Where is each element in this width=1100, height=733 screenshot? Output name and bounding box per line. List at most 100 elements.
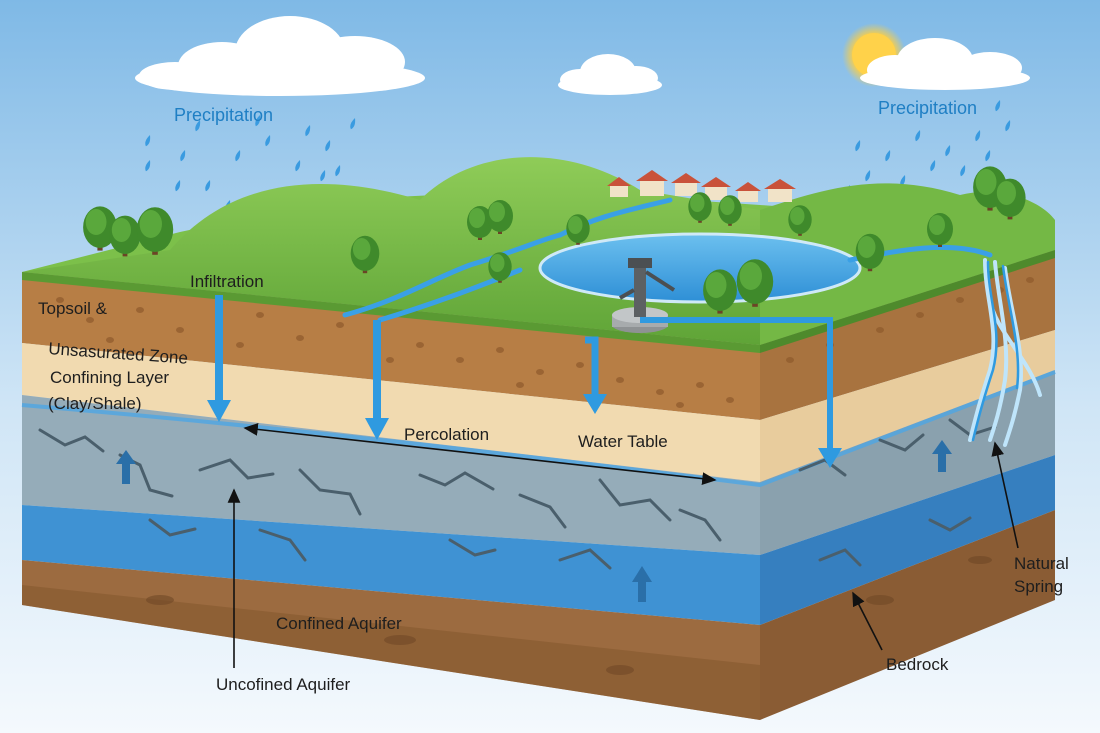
hills-right xyxy=(760,183,1055,345)
pebble xyxy=(536,369,544,375)
bedrock-stones xyxy=(146,556,992,675)
lake xyxy=(538,232,862,304)
topsoil-front xyxy=(22,272,760,420)
bedrock-pointer xyxy=(852,591,883,651)
raindrop xyxy=(175,180,181,192)
raindrop xyxy=(945,145,951,157)
raindrop xyxy=(145,135,151,147)
raindrop xyxy=(930,160,936,172)
label-natural-spring-line1: Natural xyxy=(1014,554,1069,573)
upward-flow-arrows xyxy=(116,440,952,602)
tree xyxy=(855,233,885,272)
tree xyxy=(488,252,512,283)
raindrop xyxy=(145,160,151,172)
label-topsoil-line1: Topsoil & xyxy=(38,299,108,318)
raindrop xyxy=(325,140,331,152)
raindrop xyxy=(205,180,211,192)
raindrop xyxy=(295,160,301,172)
confined-aquifer-side xyxy=(760,455,1055,625)
raindrop xyxy=(255,115,261,127)
confined-aquifer-front xyxy=(22,505,760,625)
raindrop xyxy=(235,150,241,162)
label-bedrock: Bedrock xyxy=(886,655,949,674)
raindrop xyxy=(985,150,991,162)
cloud-left xyxy=(135,16,425,96)
pebble xyxy=(726,397,734,403)
lateral-flow-arrow xyxy=(640,317,842,468)
well-recharge-arrow xyxy=(583,336,607,414)
pebble xyxy=(336,322,344,328)
raindrop xyxy=(1005,120,1011,132)
tree xyxy=(136,207,174,255)
pebble xyxy=(296,335,304,341)
pebble xyxy=(86,317,94,323)
label-infiltration: Infiltration xyxy=(190,272,264,291)
raindrop xyxy=(265,135,271,147)
confining-layer-side xyxy=(760,330,1055,482)
pebble xyxy=(616,377,624,383)
unconfined-aquifer-side xyxy=(760,370,1055,555)
pebble xyxy=(136,307,144,313)
raindrop xyxy=(195,120,201,132)
pebble xyxy=(876,327,884,333)
pebble xyxy=(916,312,924,318)
raindrop xyxy=(865,170,871,182)
pebble xyxy=(676,402,684,408)
pebble xyxy=(696,382,704,388)
tree xyxy=(718,195,742,226)
pebble xyxy=(496,347,504,353)
label-confining-line2: (Clay/Shale) xyxy=(48,394,142,413)
label-unconfined-aquifer: Uncofined Aquifer xyxy=(216,675,351,694)
pebble xyxy=(956,297,964,303)
tree xyxy=(994,178,1026,220)
raindrop xyxy=(900,175,906,187)
hills xyxy=(22,157,760,345)
tree xyxy=(788,205,812,236)
pebble xyxy=(56,297,64,303)
tree xyxy=(736,259,774,307)
tree xyxy=(566,214,590,245)
raindrop xyxy=(855,140,861,152)
pebble xyxy=(516,382,524,388)
label-confining-line1: Confining Layer xyxy=(50,368,169,387)
pebble xyxy=(576,362,584,368)
tree xyxy=(487,200,513,234)
pebble xyxy=(386,357,394,363)
pebble xyxy=(1026,277,1034,283)
tree xyxy=(927,213,953,247)
raindrop xyxy=(995,100,1001,112)
pebble xyxy=(656,389,664,395)
cloud-middle xyxy=(558,54,662,95)
raindrop xyxy=(960,165,966,177)
label-water-table: Water Table xyxy=(578,432,668,451)
raindrop xyxy=(180,150,186,162)
label-precipitation-left: Precipitation xyxy=(174,105,273,125)
raindrop xyxy=(350,118,356,130)
label-percolation: Percolation xyxy=(404,425,489,444)
pebble xyxy=(416,342,424,348)
tree xyxy=(703,269,737,314)
tree xyxy=(467,206,493,240)
pebble xyxy=(106,337,114,343)
raindrop xyxy=(320,170,326,182)
pebble xyxy=(256,312,264,318)
raindrop xyxy=(915,130,921,142)
tree xyxy=(83,206,117,251)
pebble xyxy=(786,357,794,363)
pebble xyxy=(176,327,184,333)
cloud-right xyxy=(860,38,1030,90)
raindrop xyxy=(305,125,311,137)
trees xyxy=(83,166,1026,314)
raindrop xyxy=(885,150,891,162)
label-precipitation-right: Precipitation xyxy=(878,98,977,118)
pebble xyxy=(236,342,244,348)
infiltration-arrow xyxy=(207,295,231,422)
pebble xyxy=(456,357,464,363)
soil-pebbles xyxy=(56,277,1034,408)
topsoil-side xyxy=(760,250,1055,420)
water-table-span-arrow xyxy=(243,423,717,485)
tree xyxy=(109,215,141,257)
tree xyxy=(688,192,712,223)
